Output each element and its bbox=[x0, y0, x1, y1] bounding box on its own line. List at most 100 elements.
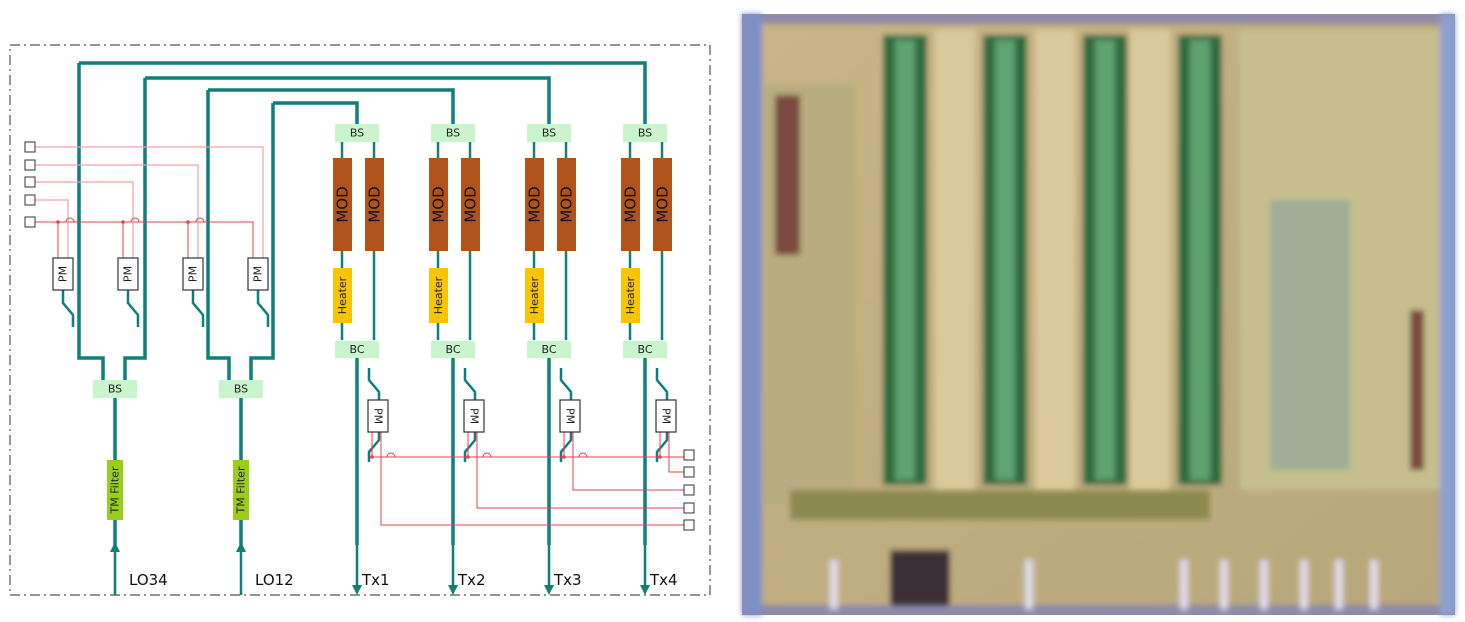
bond-pad bbox=[24, 194, 36, 206]
heater bbox=[429, 268, 448, 323]
power-monitor bbox=[182, 257, 204, 291]
input-label: LO12 bbox=[255, 571, 294, 589]
right-edge bbox=[1440, 14, 1455, 615]
modulator bbox=[429, 158, 448, 251]
beam-combiner-label: BC bbox=[637, 343, 652, 356]
input-label: LO34 bbox=[129, 571, 168, 589]
modulator bbox=[365, 158, 384, 251]
pm-trace bbox=[380, 432, 684, 526]
output-arrow-icon bbox=[544, 585, 554, 595]
probe-line bbox=[830, 560, 838, 610]
modulator-label: MOD bbox=[654, 186, 672, 222]
beam-splitter-label: BS bbox=[108, 383, 122, 396]
bond-pad bbox=[24, 159, 36, 171]
beam-combiner-label: BC bbox=[541, 343, 556, 356]
modulator bbox=[653, 158, 672, 251]
heater-label: Heater bbox=[432, 276, 445, 314]
beam-combiner bbox=[527, 341, 571, 358]
trace-crossover bbox=[195, 217, 205, 223]
beam-splitter bbox=[93, 380, 137, 398]
tap-waveguide bbox=[367, 432, 381, 462]
pad-array bbox=[1270, 200, 1350, 470]
tm-filter bbox=[107, 460, 123, 520]
tm-filter bbox=[233, 460, 249, 520]
input-arrow-icon bbox=[236, 542, 246, 552]
beam-combiner bbox=[335, 341, 379, 358]
beam-combiner bbox=[623, 341, 667, 358]
bond-pad bbox=[683, 449, 695, 461]
waveguide-loop bbox=[273, 101, 359, 124]
beam-combiner-label: BC bbox=[445, 343, 460, 356]
modulator-label: MOD bbox=[526, 186, 544, 222]
trace-crossover bbox=[130, 217, 140, 223]
input-loop bbox=[249, 103, 275, 380]
bond-pad bbox=[683, 519, 695, 531]
modulator-label: MOD bbox=[558, 186, 576, 222]
input-loop bbox=[206, 90, 231, 380]
input-loop bbox=[123, 78, 147, 380]
heater-label: Heater bbox=[528, 276, 541, 314]
bond-pad bbox=[683, 484, 695, 496]
waveguide-loop bbox=[208, 88, 455, 124]
beam-splitter-label: BS bbox=[446, 127, 460, 140]
pad-strip bbox=[1410, 310, 1424, 470]
modulator-label: MOD bbox=[366, 186, 384, 222]
probe-line bbox=[1220, 560, 1228, 610]
modulator-core bbox=[1095, 40, 1115, 480]
output-arrow-icon bbox=[352, 585, 362, 595]
pm-trace bbox=[476, 432, 684, 509]
power-monitor-label: PM bbox=[252, 266, 265, 282]
bottom-pad bbox=[890, 550, 950, 605]
power-monitor bbox=[559, 399, 581, 433]
bond-pad bbox=[24, 141, 36, 153]
trace-crossover bbox=[578, 452, 588, 458]
modulator-label: MOD bbox=[334, 186, 352, 222]
beam-splitter-label: BS bbox=[638, 127, 652, 140]
beam-splitter bbox=[431, 124, 475, 142]
bond-pad bbox=[24, 176, 36, 188]
beam-splitter-label: BS bbox=[542, 127, 556, 140]
probe-line bbox=[1180, 560, 1188, 610]
tm-filter-label: TM Filter bbox=[109, 466, 122, 514]
tap-waveguide bbox=[126, 290, 140, 327]
electrical-traces bbox=[35, 146, 684, 526]
probe-line bbox=[1370, 560, 1378, 610]
beam-splitter bbox=[335, 124, 379, 142]
tap-waveguide bbox=[367, 368, 381, 400]
modulator-core bbox=[995, 40, 1015, 480]
output-arrow-icon bbox=[640, 585, 650, 595]
modulator bbox=[557, 158, 576, 251]
trace-junction bbox=[56, 220, 60, 224]
tap-waveguide bbox=[61, 290, 75, 327]
tap-waveguide bbox=[559, 368, 573, 400]
bond-pad bbox=[683, 466, 695, 478]
modulator bbox=[621, 158, 640, 251]
left-edge bbox=[742, 14, 762, 615]
probe-line bbox=[1300, 560, 1308, 610]
beam-splitter bbox=[623, 124, 667, 142]
power-monitor-label: PM bbox=[57, 266, 70, 282]
tap-waveguide bbox=[655, 368, 669, 400]
tap-waveguide bbox=[256, 290, 270, 327]
tap-waveguide bbox=[191, 290, 205, 327]
beam-combiner-label: BC bbox=[349, 343, 364, 356]
power-monitor-label: PM bbox=[468, 408, 481, 424]
trace-junction bbox=[186, 220, 190, 224]
probe-line bbox=[1335, 560, 1343, 610]
waveguide-loop bbox=[145, 76, 551, 124]
power-monitor bbox=[52, 257, 74, 291]
heater-label: Heater bbox=[624, 276, 637, 314]
heater bbox=[525, 268, 544, 323]
output-label: Tx4 bbox=[649, 571, 678, 589]
output-label: Tx1 bbox=[361, 571, 390, 589]
beam-splitter bbox=[219, 380, 263, 398]
output-label: Tx3 bbox=[553, 571, 582, 589]
power-monitor-label: PM bbox=[660, 408, 673, 424]
heater-label: Heater bbox=[336, 276, 349, 314]
trace-crossover bbox=[65, 217, 75, 223]
ground-electrode bbox=[1035, 30, 1075, 490]
trace-crossover bbox=[386, 452, 396, 458]
pm-trace bbox=[35, 199, 69, 258]
pm-trace bbox=[35, 146, 264, 258]
power-monitor-label: PM bbox=[187, 266, 200, 282]
